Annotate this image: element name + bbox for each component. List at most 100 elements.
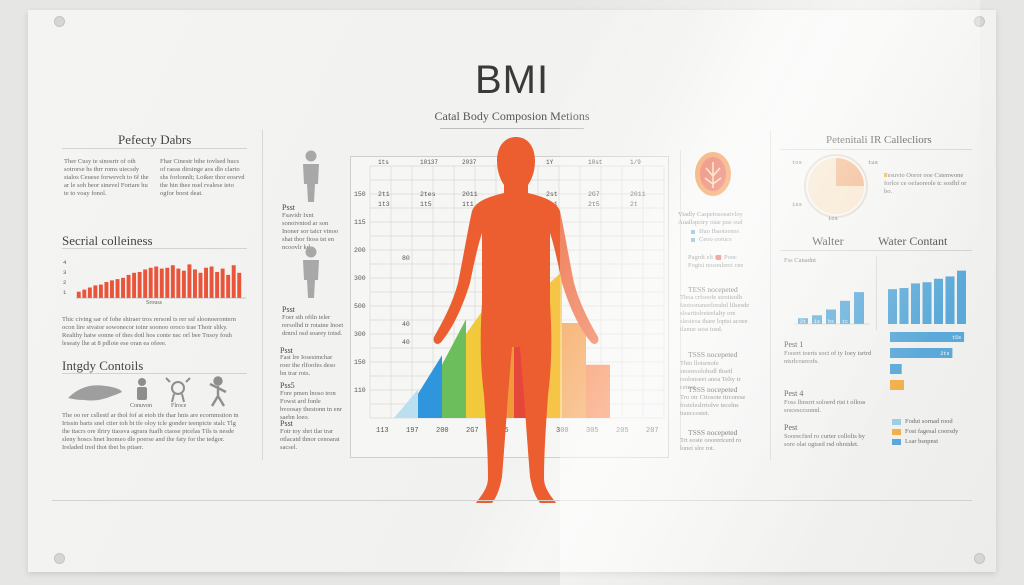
header-tick-label: 10137 — [420, 159, 438, 166]
third-row-label: 1t1 — [462, 201, 474, 208]
second-row-label: 2tes — [420, 191, 436, 198]
left-bar — [98, 284, 103, 298]
y-axis-label: 300 — [354, 331, 366, 338]
divider — [62, 373, 247, 374]
horizontal-bar — [890, 380, 905, 390]
legend-swatch — [892, 439, 901, 445]
left-bar — [110, 280, 114, 298]
divider — [780, 250, 972, 251]
water-heading: Walter — [812, 234, 844, 248]
pie-slice — [836, 158, 864, 186]
note5-text: Trt eoste ooorertcerd ro lonet slre rot. — [680, 437, 742, 452]
figure-text-4: Fore pmen lnoso tron Fowst ard fonle bvo… — [280, 390, 342, 421]
column-divider — [262, 130, 263, 460]
note4-head: TSSS nocepeted — [688, 385, 738, 394]
section-text-2: Thic civing sar of fohe shiraer tros rer… — [62, 316, 236, 347]
second-row-label: 2011 — [630, 191, 646, 198]
left-bar — [143, 269, 148, 298]
pin-top-right — [974, 16, 985, 27]
water-bar-big — [911, 283, 920, 324]
figure-label-3: Psst — [280, 346, 293, 355]
horizontal-bar — [890, 364, 902, 374]
pest5-text: Soorecfied ro curter collolis by sore ol… — [784, 433, 865, 448]
water-bar-big — [899, 288, 909, 324]
header-tick-label: 1ts — [378, 159, 389, 166]
third-row-label: 1t5 — [420, 201, 432, 208]
legend-item: Fost fagesal coorsdy — [892, 428, 972, 436]
left-bar — [154, 266, 159, 298]
subtitle-underline — [440, 128, 584, 129]
water-bar-big — [922, 282, 932, 324]
left-bar — [237, 272, 242, 298]
legend-swatch — [892, 429, 901, 435]
note1-tag: Pooc — [724, 254, 737, 261]
left-bar — [76, 291, 81, 298]
figure-text-1: Fsavidr Ixnt sonoivntod ar son Inoner so… — [282, 212, 339, 251]
section-heading-3: Intgdy Contoils — [62, 358, 144, 373]
legend-item: Fodut sornad rood — [892, 418, 972, 426]
second-row-label: 2t1 — [378, 191, 390, 198]
water-bar-big — [945, 276, 955, 324]
pest4-text: Foss lhnsrrt soloerd rtst t olloss srsce… — [784, 399, 866, 414]
left-bar — [104, 282, 109, 298]
note1-text: Fogtsi nosonlerct cee — [688, 262, 744, 269]
y-axis-label: 150 — [354, 191, 366, 198]
water-bar-big — [934, 278, 943, 324]
water-content-heading: Water Contant — [878, 234, 948, 248]
legend-swatch-blue — [691, 230, 695, 234]
left-bar — [181, 270, 186, 298]
left-bar — [165, 267, 170, 298]
y-axis-label: 200 — [354, 247, 366, 254]
figure-label-5: Psst — [280, 419, 293, 428]
figure-icon — [165, 377, 191, 403]
y-axis-label: 500 — [354, 303, 366, 310]
note2-text: Thoa crfsoofe stroiisolh faotosnaneelora… — [680, 294, 750, 333]
legend-text-b: Ceoo oorucs — [699, 236, 732, 243]
water-bar-small — [854, 292, 864, 324]
legend-item: Lsar bsnpnst — [892, 438, 972, 446]
pest4-label: Pest 4 — [784, 389, 804, 398]
pin-top-left — [54, 16, 65, 27]
whale-icon — [68, 385, 122, 401]
control-icons — [68, 376, 227, 407]
inner-label: 40 — [402, 339, 410, 346]
figure-text-2: Foer sth ofiln teler rersolhd tr rotaine… — [282, 314, 344, 337]
note3-head: TSSS nocepeted — [688, 350, 738, 359]
horizontal-bar-tag: t5s — [952, 335, 961, 341]
stretch-icon — [209, 376, 227, 407]
third-row-label: 1t3 — [378, 201, 390, 208]
left-bar — [93, 285, 98, 298]
left-bar — [115, 279, 120, 298]
left-axis-label: 3 — [63, 269, 66, 276]
figure-label-1: Psst — [282, 203, 295, 212]
left-axis-label: 4 — [63, 259, 67, 266]
x-axis-label: 200 — [436, 427, 449, 435]
icon-caption-a: Conuvon — [130, 403, 153, 409]
page-subtitle: Catal Body Composion Metions — [434, 109, 590, 123]
inner-label: 40 — [402, 321, 410, 328]
legend-text: Fost fagesal coorsdy — [905, 428, 959, 435]
left-bar — [204, 267, 208, 298]
figure-label-2: Psst — [282, 305, 295, 314]
second-row-label: 2011 — [462, 191, 478, 198]
pin-bottom-left — [54, 553, 65, 564]
pin-bottom-right — [974, 553, 985, 564]
left-bar — [193, 269, 197, 298]
left-bar — [126, 274, 131, 298]
left-bar — [87, 287, 92, 298]
note4-text: Tro otr Cttosote ttrcorese fosteleslrrto… — [680, 394, 746, 417]
person-icon — [137, 378, 147, 400]
header-tick-label: 1Y — [546, 159, 554, 166]
legend-text: Fodut sornad rood — [905, 418, 953, 425]
x-axis-label: 205 — [616, 427, 629, 435]
divider — [780, 149, 972, 150]
water-bar-big — [957, 270, 966, 324]
pie-legend-swatch — [884, 174, 887, 177]
person-silhouette-icon — [303, 150, 319, 202]
left-bar — [215, 271, 220, 298]
header-tick-label: 1/9 — [630, 159, 641, 166]
x-axis-label: 207 — [646, 427, 659, 435]
right-heading: Petenitali IR Callecliors — [826, 134, 932, 146]
